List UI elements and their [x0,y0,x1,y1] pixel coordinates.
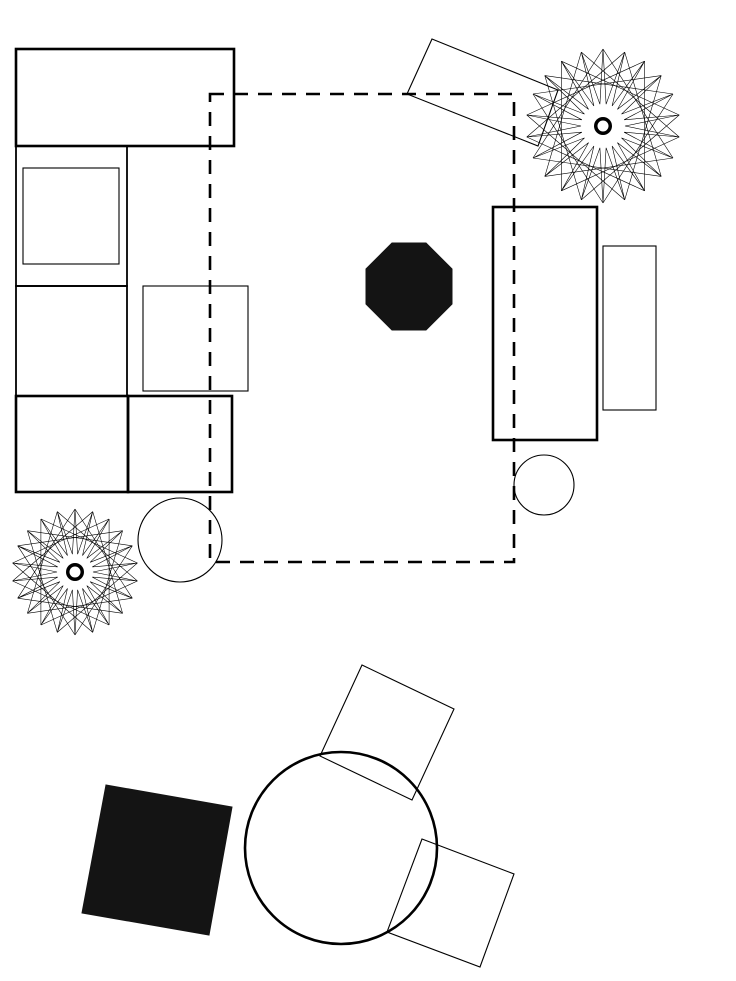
sectional-sofa [14,145,234,494]
living-area [12,38,680,636]
sofa [14,47,236,148]
angled-side-table [406,38,559,147]
side-table-round [513,454,575,516]
dining-chair [386,838,515,968]
ottoman [365,242,453,331]
armchair [142,285,249,392]
loveseat [491,205,599,442]
area-rug [208,92,516,564]
dining-table-round [243,750,439,946]
storage-cabinet [81,784,233,936]
plant [12,508,138,636]
dining-chair [319,664,455,801]
plant [526,48,680,204]
console-table [602,245,657,411]
side-table-round [137,497,223,583]
sofa-cushion [22,167,120,265]
dining-area [81,664,515,968]
